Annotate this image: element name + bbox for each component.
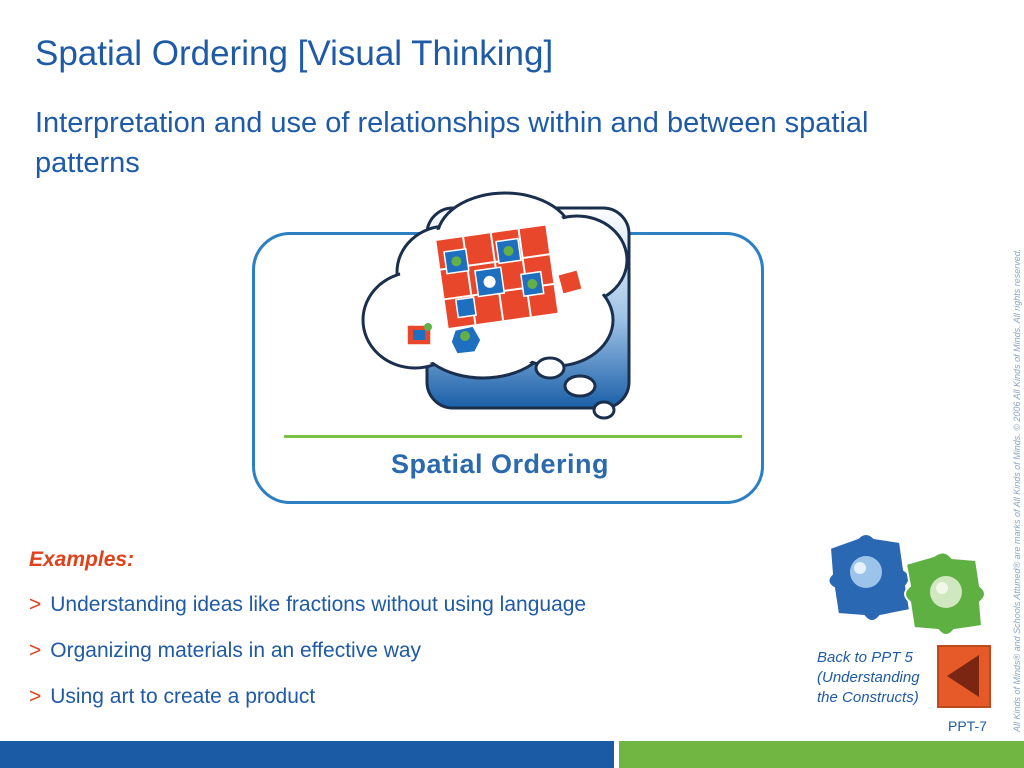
back-to-ppt5-link[interactable]: Back to PPT 5 (Understanding the Constru… xyxy=(817,648,942,708)
footer-bar-blue xyxy=(0,741,614,768)
example-text: Understanding ideas like fractions witho… xyxy=(50,593,587,616)
bullet-marker: > xyxy=(29,639,42,662)
examples-heading: Examples: xyxy=(29,548,135,571)
card-divider xyxy=(284,435,742,438)
slide-subtitle: Interpretation and use of relationships … xyxy=(35,107,869,179)
example-text: Organizing materials in an effective way xyxy=(50,639,422,662)
footer-bar-green xyxy=(619,741,1024,768)
bullet-marker: > xyxy=(29,593,42,616)
card-label: Spatial Ordering xyxy=(391,449,610,479)
bullet-marker: > xyxy=(29,685,42,708)
thought-bubble-puzzle-icon xyxy=(361,191,631,420)
back-link-line: Back to PPT 5 xyxy=(817,649,913,666)
copyright-notice: All Kinds of Minds® and Schools Attuned®… xyxy=(1012,248,1022,732)
back-button[interactable] xyxy=(937,645,991,708)
back-link-line: the Constructs) xyxy=(817,689,919,706)
back-link-line: (Understanding xyxy=(817,669,920,686)
example-item: > Understanding ideas like fractions with… xyxy=(29,593,586,617)
example-item: > Organizing materials in an effective wa… xyxy=(29,639,421,663)
example-item: > Using art to create a product xyxy=(29,685,315,709)
example-text: Using art to create a product xyxy=(50,685,316,708)
page-number: PPT-7 xyxy=(948,718,987,734)
puzzle-pieces-logo-icon xyxy=(827,533,986,636)
copyright-container: All Kinds of Minds® and Schools Attuned®… xyxy=(1012,248,1024,732)
slide-title: Spatial Ordering [Visual Thinking] xyxy=(35,34,554,73)
triangle-left-icon xyxy=(947,655,979,697)
